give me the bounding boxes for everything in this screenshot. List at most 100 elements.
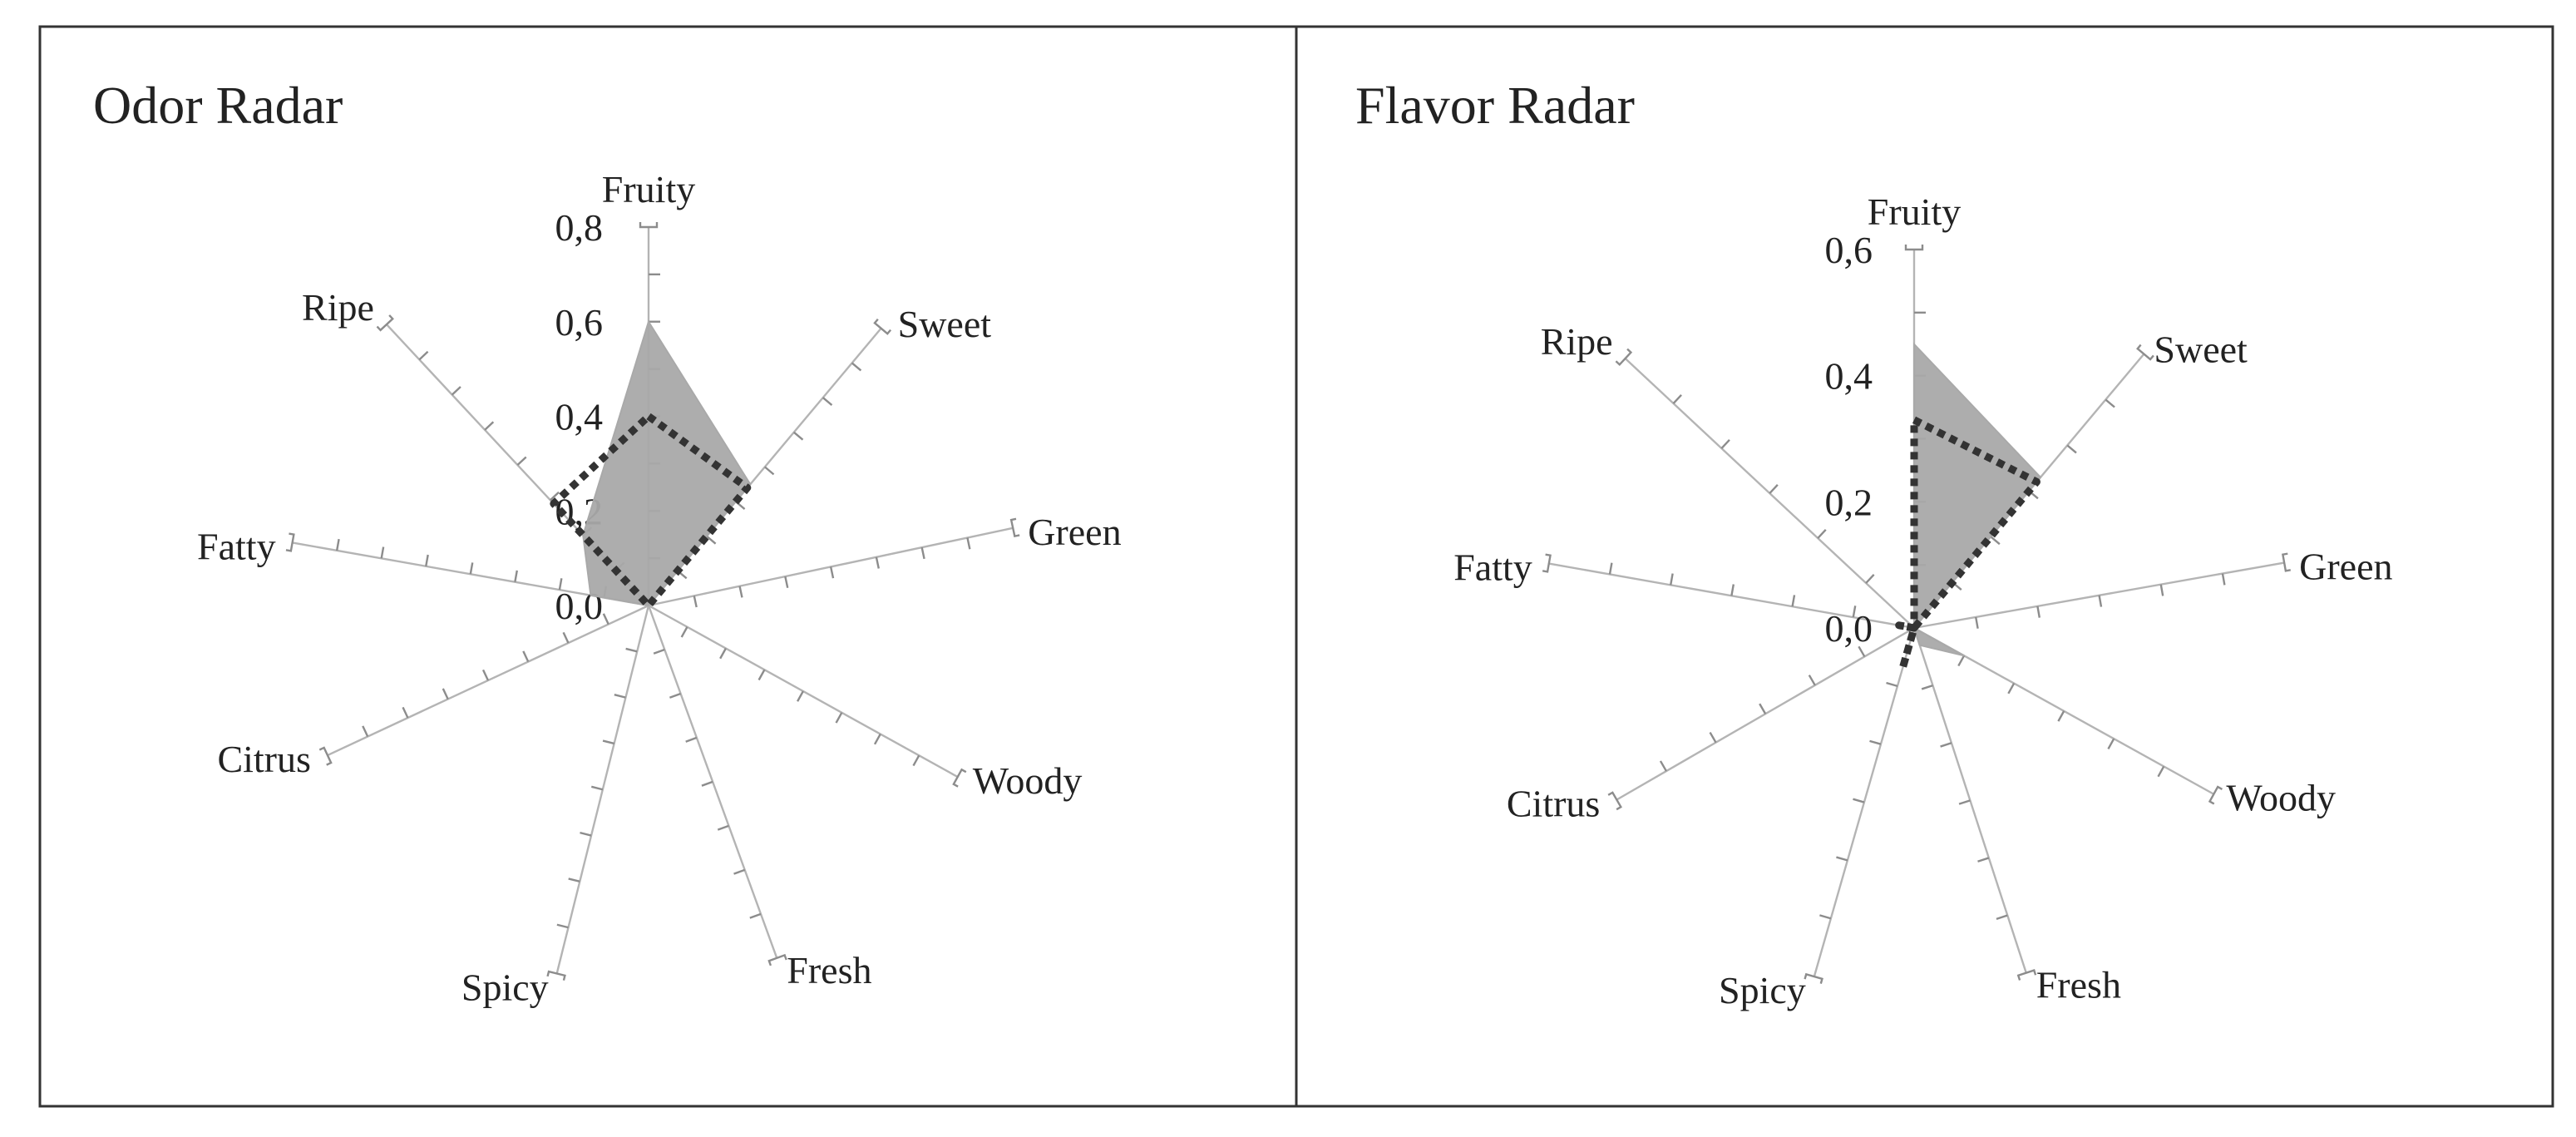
axis-tick-mark bbox=[1858, 645, 1866, 658]
series-dotted-line bbox=[550, 413, 752, 610]
axis-tick-mark bbox=[362, 725, 369, 738]
axis-tick-mark bbox=[685, 736, 698, 743]
axis-tick-mark bbox=[1996, 914, 2008, 921]
odor-radar-plot: FruitySweetGreenWoodyFreshSpicyCitrusFat… bbox=[197, 168, 1122, 1008]
axis-tick-mark bbox=[2221, 573, 2226, 586]
axis-tick-mark bbox=[719, 647, 727, 660]
axis-tick-mark bbox=[1670, 573, 1674, 586]
axis-tick-mark bbox=[758, 669, 766, 681]
axis-tick-mark bbox=[873, 733, 881, 745]
axis-tick-mark bbox=[451, 386, 461, 396]
axis-end-cap bbox=[1904, 245, 1924, 251]
axis-tick-mark bbox=[2107, 738, 2115, 749]
axis-tick-mark bbox=[1709, 731, 1717, 744]
axis-tick-mark bbox=[822, 397, 833, 406]
axis-label-fresh: Fresh bbox=[787, 949, 871, 991]
radial-tick-label: 0,6 bbox=[1825, 229, 1873, 271]
axis-end-cap bbox=[952, 768, 967, 788]
axis-tick-mark bbox=[2105, 398, 2115, 408]
axis-tick-mark bbox=[1865, 573, 1875, 584]
axis-end-cap bbox=[1542, 553, 1552, 573]
axis-tick-mark bbox=[1921, 684, 1933, 690]
axis-tick-mark bbox=[2066, 444, 2077, 454]
axis-tick-mark bbox=[1886, 681, 1898, 688]
axis-tick-mark bbox=[1852, 606, 1857, 618]
axis-label-fruity: Fruity bbox=[1868, 190, 1961, 233]
axis-label-citrus: Citrus bbox=[1507, 783, 1600, 825]
axis-tick-mark bbox=[556, 923, 569, 929]
axis-label-fatty: Fatty bbox=[197, 525, 276, 567]
series-filled-area bbox=[582, 319, 752, 607]
axis-tick-mark bbox=[1977, 857, 1990, 863]
radial-tick-label: 0,8 bbox=[555, 206, 604, 249]
axis-tick-mark bbox=[2157, 765, 2165, 778]
axis-label-green: Green bbox=[2299, 546, 2392, 588]
axis-end-cap bbox=[2282, 552, 2291, 572]
radial-tick-label: 0,0 bbox=[1825, 607, 1873, 650]
axis-tick-mark bbox=[1975, 616, 1979, 629]
axis-tick-mark bbox=[514, 570, 518, 582]
axis-label-fresh: Fresh bbox=[2036, 964, 2121, 1006]
axis-tick-mark bbox=[717, 824, 729, 831]
axis-tick-mark bbox=[851, 362, 862, 372]
axis-tick-mark bbox=[1819, 914, 1832, 920]
radial-tick-label: 0,2 bbox=[1825, 481, 1873, 523]
axis-label-fatty: Fatty bbox=[1453, 546, 1532, 589]
axis-tick-mark bbox=[380, 546, 385, 559]
axis-tick-mark bbox=[693, 596, 698, 608]
axis-label-woody: Woody bbox=[2226, 777, 2336, 819]
axis-label-sweet: Sweet bbox=[2154, 329, 2248, 371]
axis-tick-mark bbox=[2057, 710, 2065, 722]
axis-tick-mark bbox=[701, 780, 713, 787]
axis-tick-mark bbox=[568, 877, 580, 883]
axis-tick-mark bbox=[625, 647, 638, 653]
axis-tick-mark bbox=[481, 669, 490, 681]
axis-label-spicy: Spicy bbox=[1719, 969, 1806, 1011]
axis-end-cap bbox=[767, 953, 787, 966]
axis-tick-mark bbox=[1759, 703, 1767, 714]
axis-end-cap bbox=[285, 532, 295, 552]
axis-end-cap bbox=[1607, 791, 1622, 811]
axis-tick-mark bbox=[2036, 606, 2041, 618]
axis-tick-mark bbox=[1817, 528, 1827, 539]
axis-tick-mark bbox=[402, 706, 409, 719]
axis-tick-mark bbox=[1808, 675, 1816, 686]
axis-label-woody: Woody bbox=[973, 759, 1083, 802]
axis-tick-mark bbox=[829, 566, 835, 579]
axis-tick-mark bbox=[669, 692, 681, 699]
axis-tick-mark bbox=[602, 739, 614, 745]
axis-tick-mark bbox=[920, 546, 925, 560]
axis-tick-mark bbox=[733, 868, 746, 875]
axis-end-cap bbox=[1009, 517, 1020, 538]
axis-green-line bbox=[1913, 561, 2285, 630]
axis-tick-mark bbox=[1957, 655, 1966, 667]
flavor-radar-title: Flavor Radar bbox=[1355, 76, 1635, 135]
flavor-panel-frame bbox=[1295, 25, 2554, 1108]
axis-end-cap bbox=[2016, 969, 2037, 981]
axis-tick-mark bbox=[469, 562, 474, 575]
radial-tick-label: 0,6 bbox=[555, 301, 604, 344]
radial-tick-label: 0,4 bbox=[1825, 355, 1873, 398]
axis-tick-mark bbox=[2007, 682, 2016, 695]
axis-tick-mark bbox=[792, 431, 804, 441]
axis-tick-mark bbox=[1869, 739, 1882, 745]
axis-tick-mark bbox=[966, 537, 971, 550]
axis-tick-mark bbox=[706, 535, 717, 545]
axis-label-fruity: Fruity bbox=[602, 168, 695, 210]
axis-label-citrus: Citrus bbox=[217, 738, 310, 780]
axis-tick-mark bbox=[764, 466, 775, 476]
axis-tick-mark bbox=[425, 554, 429, 566]
axis-tick-mark bbox=[1769, 483, 1779, 494]
axis-end-cap bbox=[546, 970, 566, 981]
axis-tick-mark bbox=[590, 785, 604, 791]
axis-tick-mark bbox=[784, 576, 789, 589]
axis-tick-mark bbox=[797, 690, 804, 702]
axis-tick-mark bbox=[550, 491, 560, 502]
axis-tick-mark bbox=[2159, 584, 2164, 596]
axis-tick-mark bbox=[875, 556, 880, 569]
axis-tick-mark bbox=[1836, 856, 1848, 862]
axis-tick-mark bbox=[1958, 799, 1971, 805]
axis-tick-mark bbox=[1990, 536, 2001, 546]
